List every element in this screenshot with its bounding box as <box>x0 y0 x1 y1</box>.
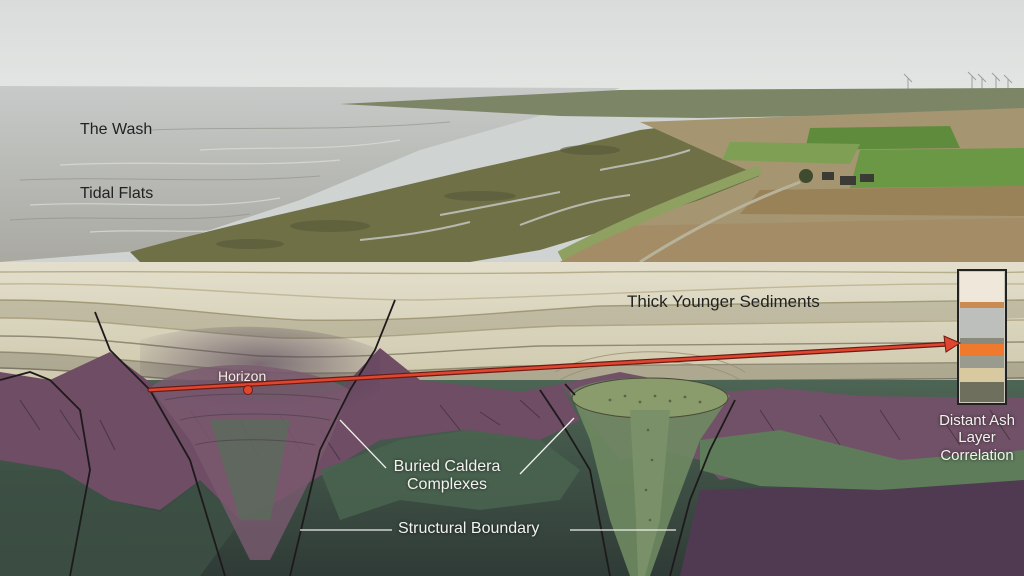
sky <box>0 0 1024 90</box>
purple-deep <box>680 480 1024 576</box>
label-caldera-line-1: Buried Caldera <box>393 458 501 475</box>
green-lens-1 <box>0 470 240 576</box>
horizon-correlation-line <box>147 335 962 395</box>
label-the-wash: The Wash <box>80 121 153 138</box>
green-field-2 <box>850 148 1024 188</box>
label-distant-ash-layer-correlation: Distant Ash Layer Correlation <box>922 412 1024 464</box>
plough-field <box>740 186 1024 216</box>
label-buried-caldera-complexes: Buried Caldera Complexes <box>372 458 522 495</box>
road <box>639 180 801 264</box>
marsh-texture <box>216 145 620 249</box>
label-tidal-flats: Tidal Flats <box>80 185 154 202</box>
farm-buildings <box>799 169 874 185</box>
salt-marsh <box>130 120 760 262</box>
ash-core-column <box>957 269 1007 405</box>
label-ash-line-1: Distant Ash <box>939 412 1015 429</box>
tidal-channels <box>29 139 401 233</box>
caldera-left-core <box>210 420 290 520</box>
label-horizon: Horizon <box>218 368 267 384</box>
label-ash-line-2: Layer <box>958 429 996 447</box>
distant-land <box>340 88 1024 118</box>
marsh-creeks <box>359 149 691 241</box>
caldera-right-pipe <box>630 410 670 576</box>
label-ash-line-3: Correlation <box>940 446 1014 464</box>
label-thick-younger-sediments: Thick Younger Sediments <box>627 292 820 311</box>
label-caldera-line-2: Complexes <box>406 476 488 494</box>
brown-field <box>560 218 1024 262</box>
label-structural-boundary: Structural Boundary <box>398 520 540 537</box>
sea-wall <box>557 165 762 261</box>
mudflat-streaks <box>9 121 451 221</box>
green-lens-2 <box>320 430 580 520</box>
green-field-3 <box>722 142 860 164</box>
green-lens-3 <box>700 430 1024 490</box>
leader-lines <box>300 417 676 531</box>
caldera-right-speckles <box>608 394 702 522</box>
